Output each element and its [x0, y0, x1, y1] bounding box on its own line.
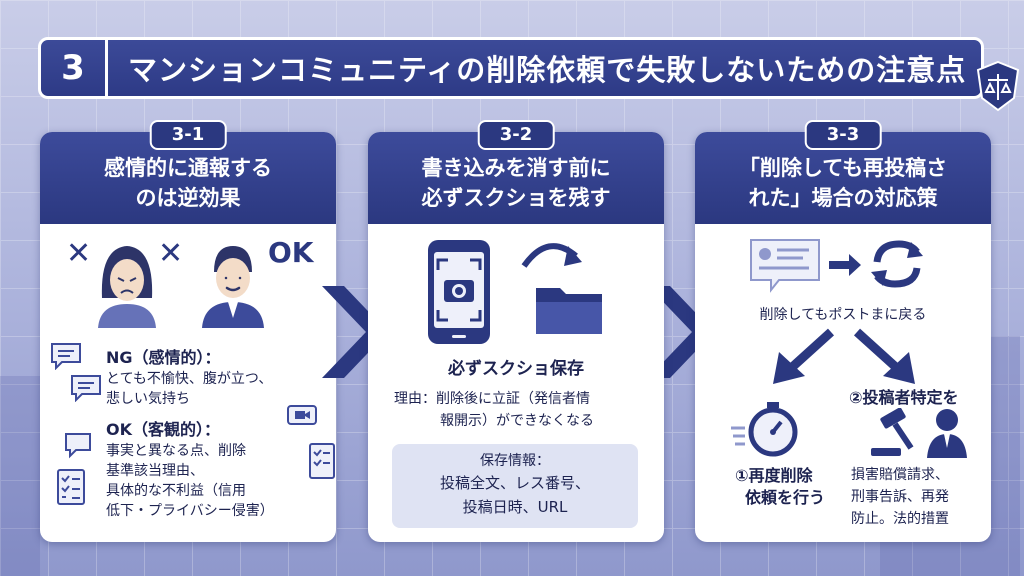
ng-heading: NG（感情的）： — [106, 348, 221, 367]
curved-arrow-icon — [521, 243, 582, 268]
ok-text: 事実と異なる点、削除 — [106, 443, 246, 459]
ng-cross-mark: ✕ — [66, 236, 92, 271]
ok-mark: OK — [268, 236, 314, 269]
option2-text: 損害賠償請求、 — [851, 467, 949, 483]
checklist-icon — [57, 469, 85, 505]
info-line: 投稿日時、URL — [462, 498, 568, 516]
right-arrow-icon — [829, 254, 861, 276]
section-header: 3 マンションコミュニティの削除依頼で失敗しないための注意点 — [38, 37, 984, 99]
card-title-line: 感情的に通報する — [104, 156, 272, 180]
ng-text: とても不愉快、腹が立つ、 — [106, 371, 273, 387]
folder-icon — [536, 288, 602, 334]
option2-heading: ②投稿者特定を — [849, 388, 959, 407]
card-title-line: 書き込みを消す前に — [421, 156, 611, 180]
down-left-arrow-icon — [773, 328, 835, 384]
chat-bubble-icon — [71, 375, 101, 402]
smartphone-camera-icon — [428, 240, 490, 344]
video-icon — [287, 405, 317, 425]
screenshot-caption: 必ずスクショ保存 — [448, 359, 584, 379]
refresh-icon — [871, 240, 923, 288]
flow-caption: 削除してもポストまに戻る — [759, 307, 927, 323]
card-3-2: 3-2 書き込みを消す前に 必ずスクショを残す 必ずスクショ保存 理由：削除後に… — [368, 120, 664, 542]
down-right-arrow-icon — [853, 328, 915, 384]
section-number: 3 — [41, 40, 108, 96]
card-3-3: 3-3 「削除しても再投稿さ れた」場合の対応策 削除してもポストまに戻る — [695, 120, 991, 542]
businessman-icon — [927, 409, 967, 458]
ok-text: 具体的な不利益（信用 — [106, 483, 246, 499]
calm-man-icon — [202, 246, 264, 328]
option1-text: ①再度削除 — [735, 466, 813, 485]
option2-text: 防止。法的措置 — [851, 511, 949, 527]
option2-text: 刑事告訴、再発 — [851, 489, 949, 505]
chat-bubble-icon — [65, 433, 91, 459]
ok-text: 基準該当理由、 — [106, 463, 204, 479]
logo-emblem-icon — [976, 60, 1020, 112]
card-title-line: 必ずスクショを残す — [421, 186, 611, 210]
saved-info-box: 保存情報： 投稿全文、レス番号、 投稿日時、URL — [392, 444, 638, 528]
info-title: 保存情報： — [480, 453, 550, 469]
ok-text: 低下・プライバシー侵害） — [106, 503, 274, 519]
stopwatch-icon — [731, 402, 798, 457]
card-3-1: 3-1 感情的に通報する のは逆効果 ✕ ✕ OK — [40, 120, 336, 542]
background-building — [0, 376, 40, 576]
reason-text: 理由：削除後に立証（発信者情 — [394, 391, 590, 407]
gavel-icon — [871, 408, 914, 456]
info-line: 投稿全文、レス番号、 — [439, 474, 590, 492]
ok-heading: OK（客観的）： — [106, 420, 221, 439]
card-title-line: のは逆効果 — [135, 186, 241, 210]
section-title: マンションコミュニティの削除依頼で失敗しないための注意点 — [128, 53, 967, 87]
worried-woman-icon — [98, 246, 156, 328]
ng-cross-mark: ✕ — [158, 236, 184, 271]
chat-bubble-icon — [51, 343, 81, 370]
card-badge: 3-2 — [477, 120, 555, 150]
card-badge: 3-3 — [804, 120, 882, 150]
ng-text: 悲しい気持ち — [106, 391, 190, 407]
option1-text: 依頼を行う — [745, 488, 826, 507]
card-title-line: れた」場合の対応策 — [748, 186, 938, 210]
card-badge: 3-1 — [149, 120, 227, 150]
checklist-icon — [309, 443, 335, 479]
reason-text: 報開示）ができなくなる — [440, 413, 594, 429]
document-icon — [750, 239, 820, 293]
card-title-line: 「削除しても再投稿さ — [738, 156, 948, 180]
